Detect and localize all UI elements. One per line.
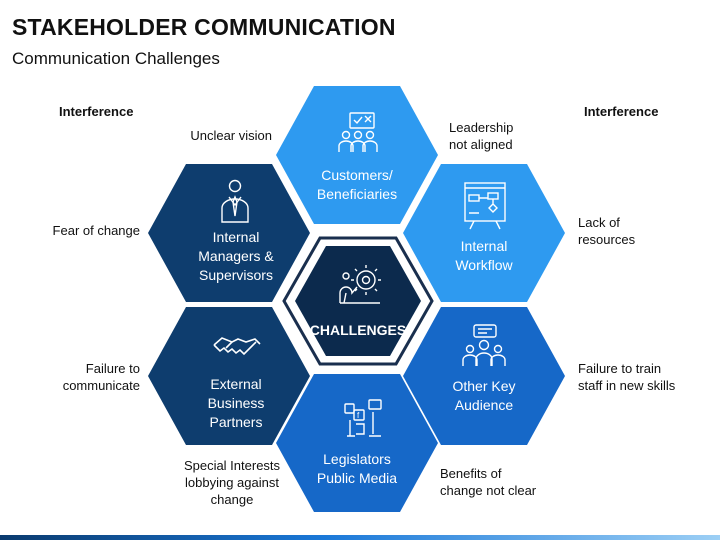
hex-other: Other Key Audience: [403, 307, 565, 445]
gear-person-icon: [339, 265, 381, 304]
bottom-accent-bar: [0, 535, 720, 540]
hex-workflow: Internal Workflow: [403, 164, 565, 302]
hex-customers-label-2: Beneficiaries: [317, 186, 397, 202]
annotation-unclear-vision: Unclear vision: [190, 128, 272, 143]
group-chat-icon: [338, 112, 378, 152]
hex-external-label-3: Partners: [210, 414, 263, 430]
center-label: CHALLENGES: [310, 322, 406, 338]
hex-managers: Internal Managers & Supervisors: [148, 164, 310, 302]
manager-icon: [221, 179, 249, 223]
social-media-icon: f: [344, 399, 382, 437]
hex-legislators: f Legislators Public Media: [276, 374, 438, 512]
hex-managers-label-2: Managers &: [198, 248, 274, 264]
hex-managers-label-1: Internal: [213, 229, 260, 245]
handshake-icon: [213, 337, 261, 356]
annotation-benefits: Benefits of change not clear: [440, 466, 537, 498]
annotation-leadership: Leadership not aligned: [449, 120, 514, 152]
hex-center: CHALLENGES: [282, 236, 434, 366]
hex-legislators-label-1: Legislators: [323, 451, 391, 467]
hex-other-label-2: Audience: [455, 397, 514, 413]
hex-legislators-label-2: Public Media: [317, 470, 397, 486]
hex-workflow-label-2: Workflow: [455, 257, 513, 273]
hex-customers: Customers/ Beneficiaries: [276, 86, 438, 224]
annotation-lack-of-resources: Lack of resources: [578, 215, 636, 247]
hex-workflow-label-1: Internal: [461, 238, 508, 254]
hex-other-label-1: Other Key: [452, 378, 515, 394]
page-title: STAKEHOLDER COMMUNICATION: [12, 14, 396, 40]
hex-customers-label-1: Customers/: [321, 167, 393, 183]
audience-icon: [462, 324, 506, 366]
hex-external-label-1: External: [210, 376, 261, 392]
hex-managers-label-3: Supervisors: [199, 267, 273, 283]
svg-text:f: f: [357, 411, 360, 420]
flowchart-icon: [464, 182, 506, 230]
annotation-failure-to-train: Failure to train staff in new skills: [578, 361, 676, 393]
page-subtitle: Communication Challenges: [12, 49, 220, 68]
annotation-failure-to-communicate: Failure to communicate: [62, 361, 140, 393]
right-heading: Interference: [584, 104, 659, 119]
hex-external: External Business Partners: [148, 307, 310, 445]
hex-external-label-2: Business: [208, 395, 265, 411]
annotation-fear-of-change: Fear of change: [52, 223, 140, 238]
left-heading: Interference: [59, 104, 134, 119]
annotation-special-interests: Special Interests lobbying against chang…: [183, 458, 281, 507]
